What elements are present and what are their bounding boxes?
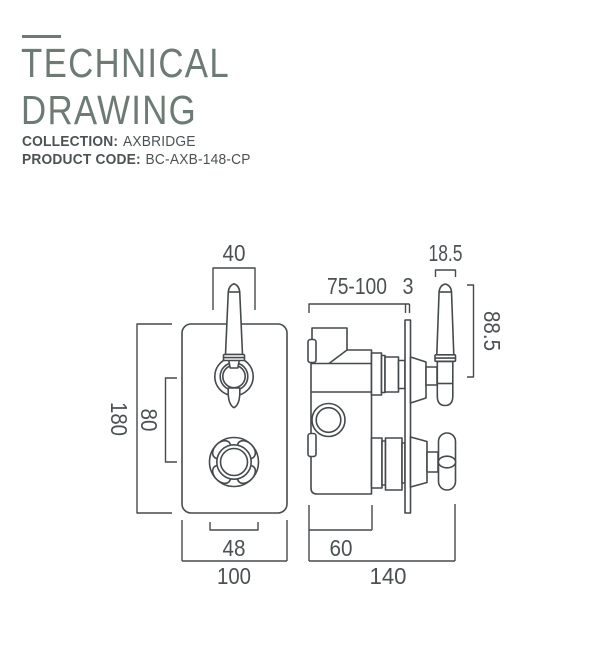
upper-handle-stem bbox=[425, 366, 438, 386]
dim-plate-height-label: 180 bbox=[106, 402, 132, 436]
dim-body-depth-label: 60 bbox=[330, 535, 353, 561]
dim-side-handle-width: 18.5 bbox=[429, 240, 463, 277]
dim-handle-height: 88.5 bbox=[467, 284, 505, 378]
dim-lever-width-label: 40 bbox=[223, 240, 246, 266]
dimension-annotations: 40 180 80 48 100 bbox=[106, 240, 505, 589]
title-line-2: DRAWING bbox=[21, 87, 198, 133]
dim-overall-depth: 140 bbox=[309, 504, 456, 589]
lower-handle-base bbox=[409, 436, 428, 488]
dim-handle-centres-label: 80 bbox=[136, 409, 162, 432]
body-port-inner bbox=[315, 406, 342, 434]
dim-body-depth: 60 bbox=[308, 505, 373, 561]
collection-row: COLLECTION:AXBRIDGE bbox=[22, 133, 251, 151]
lower-handle-stem bbox=[426, 451, 439, 473]
dim-plate-width-label: 100 bbox=[217, 563, 251, 589]
crosshead-inner-circle bbox=[219, 447, 249, 477]
dim-overall-depth-label: 140 bbox=[370, 563, 407, 589]
dim-recess-depth-label: 75-100 bbox=[327, 273, 387, 299]
upper-cartridge-body bbox=[384, 356, 400, 393]
front-view bbox=[181, 283, 288, 514]
product-code-value: BC-AXB-148-CP bbox=[145, 152, 251, 168]
lower-cartridge-body bbox=[384, 437, 403, 491]
upper-cartridge-neck bbox=[397, 359, 406, 390]
lower-cartridge-flange bbox=[370, 437, 383, 489]
product-code-row: PRODUCT CODE:BC-AXB-148-CP bbox=[22, 151, 251, 169]
lever-shaft bbox=[224, 283, 244, 356]
upper-handle-base bbox=[409, 356, 427, 404]
collection-value: AXBRIDGE bbox=[122, 134, 196, 150]
title-rule bbox=[22, 35, 61, 38]
side-view bbox=[307, 283, 457, 514]
body-chamfer-line bbox=[328, 349, 348, 365]
side-lever-shaft bbox=[436, 283, 455, 356]
dim-base-width-label: 48 bbox=[223, 535, 246, 561]
body-tab-lower bbox=[307, 432, 317, 458]
body-tab-upper bbox=[307, 338, 317, 364]
dim-recess-depth: 75-100 3 bbox=[308, 273, 414, 313]
dim-plate-height: 180 bbox=[106, 323, 172, 514]
side-wall-plate bbox=[404, 319, 412, 514]
product-code-label: PRODUCT CODE: bbox=[22, 152, 141, 168]
side-crosshead-front-arm bbox=[437, 455, 457, 469]
crosshead-mid-circle bbox=[216, 443, 253, 480]
dim-lever-width: 40 bbox=[212, 240, 256, 310]
dim-handle-centres: 80 bbox=[136, 377, 177, 463]
lever-teardrop bbox=[227, 387, 241, 409]
dim-base-width: 48 bbox=[209, 522, 259, 561]
upper-cartridge-flange bbox=[370, 352, 383, 396]
product-meta: COLLECTION:AXBRIDGE PRODUCT CODE:BC-AXB-… bbox=[22, 133, 251, 169]
collection-label: COLLECTION: bbox=[22, 134, 119, 150]
dim-handle-height-label: 88.5 bbox=[479, 311, 505, 351]
dim-plate-width: 100 bbox=[181, 520, 288, 589]
dim-side-handle-width-label: 18.5 bbox=[429, 240, 463, 266]
dim-plate-thickness-label: 3 bbox=[403, 273, 414, 299]
crosshead-outer-circle bbox=[208, 436, 260, 488]
title-line-1: TECHNICAL bbox=[21, 40, 230, 86]
page-title: TECHNICAL DRAWING bbox=[21, 40, 230, 134]
